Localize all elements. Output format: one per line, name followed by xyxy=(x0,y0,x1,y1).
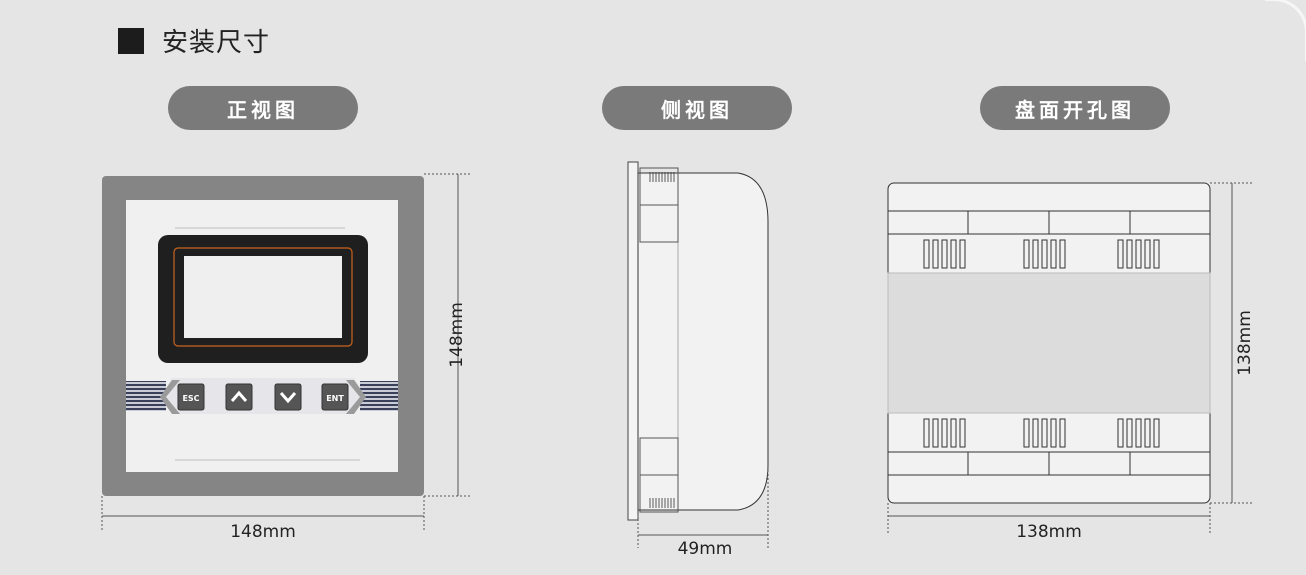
vent-slots-bottom xyxy=(923,418,1160,448)
front-height-dim: 148mm xyxy=(447,302,467,368)
cutout-width-dim: 138mm xyxy=(1016,522,1082,542)
cutout-dimension-extension xyxy=(887,182,1252,535)
front-dimension-lines xyxy=(101,173,470,530)
esc-button-label: ESC xyxy=(182,394,199,403)
side-body xyxy=(637,172,769,511)
title-square-icon xyxy=(118,27,144,54)
ent-button-body[interactable] xyxy=(321,383,349,411)
section-title: 安装尺寸 xyxy=(162,28,271,58)
vent-slots-top xyxy=(923,239,1160,269)
keypad-arrow-band xyxy=(160,378,366,414)
side-view: 49mm xyxy=(627,161,769,559)
cutout-bottom-rail xyxy=(888,451,1210,476)
front-view: ESC ENT 148mm 148mm xyxy=(101,173,470,542)
side-view-label: 侧视图 xyxy=(602,86,792,130)
side-front-plate xyxy=(627,161,639,521)
cutout-view-label: 盘面开孔图 xyxy=(980,86,1170,130)
chevron-down-icon xyxy=(279,392,297,404)
top-clip-teeth xyxy=(649,172,675,182)
keypad-stripes-right xyxy=(360,381,398,411)
keypad-band-edge xyxy=(160,380,180,414)
lcd-glow-outline xyxy=(173,247,353,347)
keypad-band-edge xyxy=(346,380,366,414)
esc-button-body[interactable] xyxy=(177,383,205,411)
up-button[interactable] xyxy=(225,383,253,411)
front-view-label: 正视图 xyxy=(168,86,358,130)
cutout-view: 138mm 138mm xyxy=(887,182,1255,542)
lcd-screen xyxy=(184,256,342,338)
up-button-body[interactable] xyxy=(225,383,253,411)
side-depth-dim: 49mm xyxy=(678,539,733,559)
esc-button[interactable]: ESC xyxy=(177,383,205,411)
front-width-dim: 148mm xyxy=(230,522,296,542)
down-button[interactable] xyxy=(274,383,302,411)
bottom-clip-teeth xyxy=(649,498,675,508)
cutout-height-dim: 138mm xyxy=(1235,310,1255,376)
chevron-up-icon xyxy=(230,390,248,402)
down-button-body[interactable] xyxy=(274,383,302,411)
ent-button[interactable]: ENT xyxy=(321,383,349,411)
cutout-top-rail xyxy=(888,210,1210,235)
section-header: 安装尺寸 xyxy=(118,22,270,59)
keypad-stripes-left xyxy=(126,381,166,411)
ent-button-label: ENT xyxy=(326,394,344,403)
cutout-window xyxy=(887,272,1211,414)
